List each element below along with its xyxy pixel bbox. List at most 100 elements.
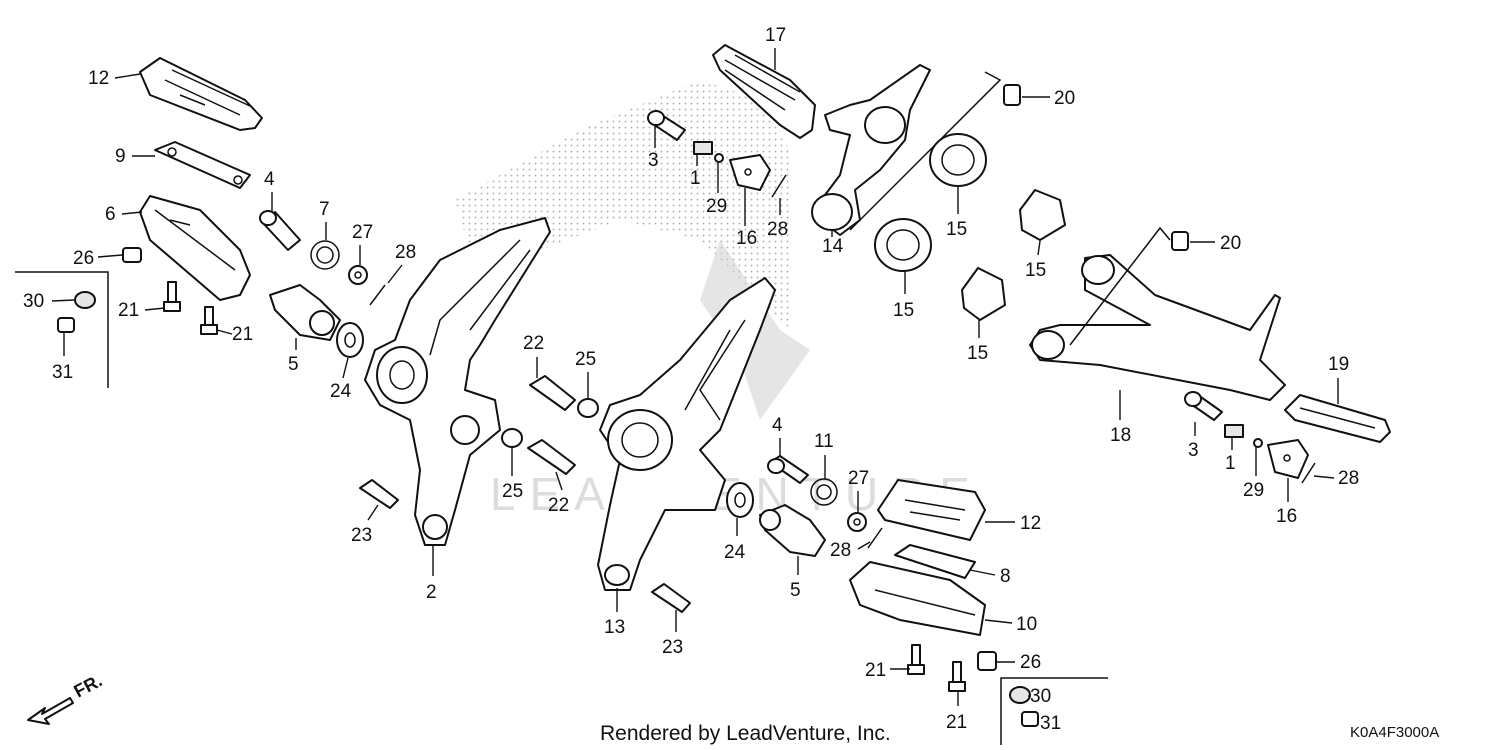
- cotter-pin-28b-icon: [771, 174, 787, 198]
- bolt-22b-icon: [527, 439, 576, 475]
- callout-label-18: 18: [1110, 425, 1131, 446]
- callout-label-26: 26: [1020, 652, 1041, 673]
- callout-label-16: 16: [1276, 506, 1297, 527]
- pin-4a-icon: [259, 210, 301, 251]
- callout-label-4: 4: [264, 169, 275, 190]
- plate-16b-icon: [1267, 439, 1309, 479]
- bolt-31-icon: [57, 317, 75, 333]
- callout-leader: [857, 541, 871, 550]
- callout-leader: [51, 299, 75, 302]
- rubber-15c-icon: [874, 218, 932, 272]
- footpeg-rubber-12b-icon: [877, 479, 986, 541]
- callout-leader: [216, 329, 233, 335]
- footpeg-19-icon: [1284, 394, 1391, 443]
- callout-label-22: 22: [548, 495, 569, 516]
- callout-label-16: 16: [736, 228, 757, 249]
- washer-25b-icon: [501, 428, 523, 448]
- callout-label-9: 9: [115, 146, 126, 167]
- callout-leader: [984, 619, 1013, 624]
- callout-label-21: 21: [865, 660, 886, 681]
- footpeg-base-6-icon: [139, 195, 251, 301]
- callout-label-28: 28: [767, 219, 788, 240]
- callout-label-27: 27: [352, 222, 373, 243]
- callout-label-14: 14: [822, 236, 844, 257]
- bolt-31b-icon: [1021, 711, 1039, 727]
- spring-1a-icon: [693, 141, 713, 155]
- footer-credit: Rendered by LeadVenture, Inc.: [600, 722, 891, 745]
- callout-label-22: 22: [523, 333, 544, 354]
- callout-label-30: 30: [23, 291, 44, 312]
- callout-label-29: 29: [1243, 480, 1264, 501]
- callout-label-6: 6: [105, 204, 116, 225]
- callout-leader: [114, 73, 141, 79]
- callout-label-21: 21: [118, 300, 139, 321]
- callout-label-30: 30: [1030, 686, 1051, 707]
- bolt-21c-icon: [907, 644, 925, 675]
- callout-label-3: 3: [1188, 440, 1199, 461]
- callout-leader: [387, 264, 403, 284]
- callout-label-4: 4: [772, 415, 783, 436]
- bracket-line: [15, 271, 109, 388]
- washer-27b-icon: [847, 512, 867, 532]
- spring-1b-icon: [1224, 424, 1244, 438]
- plate-9-icon: [154, 141, 251, 189]
- front-arrow-icon: [27, 697, 74, 725]
- rubber-15b-icon: [1019, 189, 1066, 241]
- footpeg-base-10-icon: [849, 561, 986, 636]
- pin-4b-icon: [767, 455, 809, 484]
- callout-leader: [367, 504, 379, 521]
- ball-29a-icon: [714, 153, 724, 163]
- spring-7-icon: [310, 240, 340, 270]
- callout-label-29: 29: [706, 196, 727, 217]
- footpeg-17-icon: [712, 44, 816, 139]
- bolt-26b-icon: [977, 651, 997, 671]
- callout-label-28: 28: [830, 540, 851, 561]
- bolt-23a-icon: [359, 479, 399, 509]
- bolt-20b-icon: [1171, 231, 1189, 251]
- callout-leader: [121, 211, 143, 215]
- callout-label-31: 31: [1040, 713, 1061, 734]
- callout-label-1: 1: [1225, 453, 1236, 474]
- step-bracket-18-icon: [1029, 254, 1286, 401]
- bolt-23b-icon: [651, 583, 691, 613]
- callout-leader: [1313, 475, 1335, 479]
- rubber-15a-icon: [929, 133, 987, 187]
- callout-layer: 1296263031212147272852422322252522132317…: [23, 25, 1359, 734]
- leader-line-14: [849, 71, 1002, 231]
- callout-label-12: 12: [1020, 513, 1041, 534]
- callout-label-12: 12: [88, 68, 109, 89]
- callout-label-7: 7: [319, 199, 330, 220]
- rubber-15d-icon: [961, 267, 1006, 321]
- pin-3b-icon: [1184, 391, 1223, 421]
- callout-label-23: 23: [662, 637, 683, 658]
- callout-leader: [969, 569, 996, 576]
- callout-label-17: 17: [765, 25, 786, 46]
- callout-label-2: 2: [426, 582, 437, 603]
- callout-label-20: 20: [1054, 88, 1075, 109]
- callout-label-11: 11: [814, 431, 834, 452]
- bolt-20a-icon: [1003, 84, 1021, 106]
- callout-label-5: 5: [288, 354, 299, 375]
- callout-label-15: 15: [967, 343, 988, 364]
- bolt-21a-icon: [163, 281, 181, 312]
- plate-8-icon: [894, 544, 976, 579]
- callout-leader: [144, 307, 166, 311]
- bracket-line-b: [1000, 677, 1108, 745]
- callout-label-31: 31: [52, 362, 73, 383]
- bolt-26-icon: [122, 247, 142, 263]
- washer-24a-icon: [336, 322, 364, 358]
- washer-30b-icon: [1009, 686, 1031, 704]
- callout-label-8: 8: [1000, 566, 1011, 587]
- step-bracket-2-icon: [364, 217, 551, 546]
- callout-leader: [1037, 240, 1041, 256]
- callout-label-19: 19: [1328, 354, 1349, 375]
- callout-label-5: 5: [790, 580, 801, 601]
- bolt-21b-icon: [200, 306, 218, 335]
- callout-label-13: 13: [604, 617, 625, 638]
- washer-30-icon: [74, 291, 96, 309]
- callout-leader: [342, 357, 349, 379]
- callout-label-10: 10: [1016, 614, 1037, 635]
- callout-label-28: 28: [1338, 468, 1359, 489]
- leader-line-18: [1069, 226, 1171, 346]
